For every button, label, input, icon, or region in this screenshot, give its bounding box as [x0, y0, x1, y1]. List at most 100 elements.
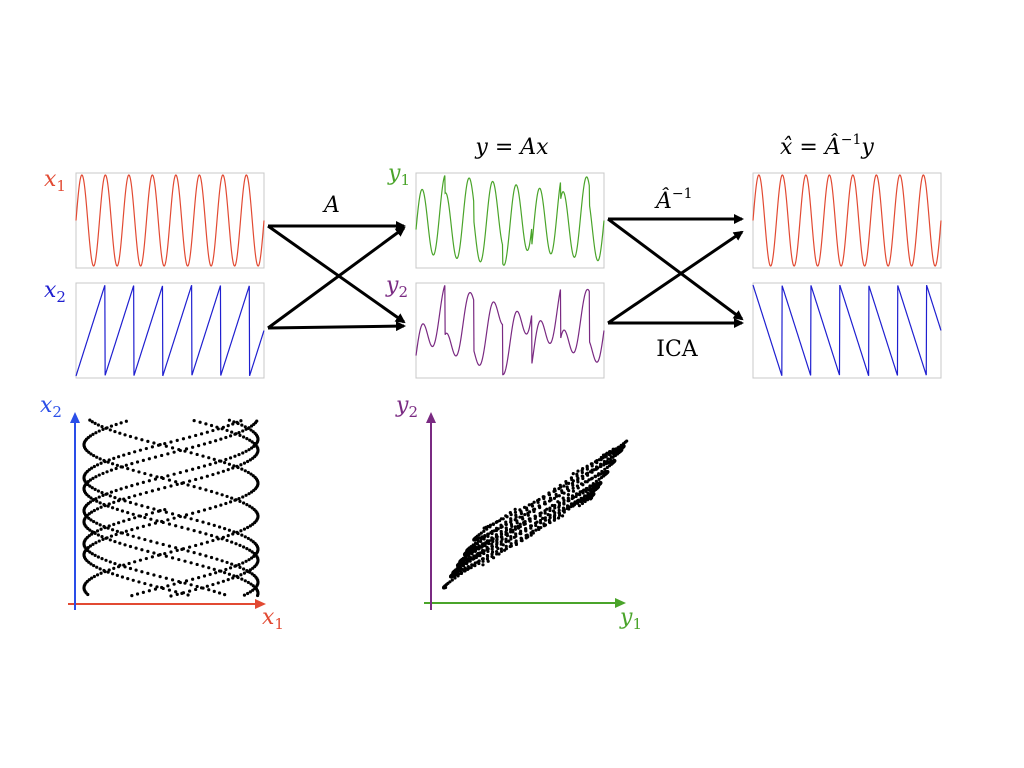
- scatter-sources-point: [127, 451, 131, 456]
- scatter-sources-point: [172, 472, 176, 476]
- scatter-sources-point: [134, 502, 138, 506]
- scatter-sources-point: [170, 556, 175, 560]
- scatter-sources-point: [201, 520, 205, 524]
- scatter-sources-point: [123, 565, 127, 569]
- scatter-sources-point: [101, 537, 105, 542]
- scatter-mixed-point: [505, 532, 509, 536]
- scatter-mixed-point: [569, 502, 574, 506]
- scatter-mixed-point: [584, 489, 588, 493]
- unmixing-arrows: [607, 214, 744, 328]
- scatter-sources-point: [197, 576, 201, 580]
- scatter-sources-point: [97, 495, 101, 499]
- scatter-mixed-point: [606, 457, 610, 461]
- scatter-mixed-point: [463, 569, 467, 573]
- scatter-mixed-point: [527, 503, 531, 507]
- scatter-sources-point: [124, 529, 128, 533]
- scatter-sources-point: [166, 474, 170, 478]
- mixed-y2-trace: [415, 285, 605, 376]
- scatter-sources-point: [143, 581, 147, 586]
- scatter-mixed-point: [510, 528, 515, 532]
- scatter-mixed-point: [499, 532, 504, 536]
- scatter-mixed-point: [513, 507, 517, 511]
- scatter-sources-point: [249, 428, 253, 432]
- scatter-sources-point: [172, 516, 176, 520]
- scatter-sources-point: [225, 494, 229, 499]
- scatter-sources-point: [150, 511, 154, 515]
- scatter-mixed-point: [560, 514, 565, 518]
- scatter-mixed-point: [548, 508, 552, 513]
- scatter-mixed-point: [466, 564, 470, 569]
- scatter-sources-point: [92, 508, 96, 513]
- scatter-mixed-point: [481, 559, 485, 563]
- scatter-sources-point: [177, 447, 181, 452]
- scatter-sources-point: [242, 527, 247, 531]
- scatter-sources-point: [114, 422, 118, 427]
- scatter-sources-point: [249, 472, 253, 476]
- scatter-sources-point: [223, 527, 227, 531]
- scatter-mixed-xlabel: y1: [619, 605, 642, 633]
- scatter-sources-point: [87, 534, 91, 538]
- scatter-sources-point: [246, 470, 250, 475]
- scatter-sources-point: [113, 429, 117, 434]
- scatter-sources-point: [228, 566, 233, 570]
- scatter-mixed-point: [585, 465, 589, 469]
- scatter-mixed-point: [460, 563, 464, 567]
- scatter-sources-point: [127, 495, 131, 500]
- scatter-sources-point: [158, 575, 162, 579]
- scatter-sources-point: [93, 487, 97, 491]
- scatter-sources-point: [113, 495, 117, 500]
- scatter-sources-point: [114, 532, 118, 537]
- scatter-sources-point: [164, 554, 168, 558]
- scatter-sources-point: [101, 427, 105, 432]
- scatter-sources-point: [204, 554, 208, 558]
- scatter-mixed-point: [499, 540, 503, 544]
- source-x2-frame: [75, 282, 265, 379]
- scatter-sources-point: [216, 581, 220, 585]
- scatter-mixed-point: [448, 580, 452, 584]
- scatter-mixed-point: [583, 499, 587, 504]
- scatter-mixed-ylabel: y2: [395, 393, 418, 421]
- scatter-mixed-point: [486, 532, 490, 536]
- scatter-sources-point: [95, 529, 100, 533]
- scatter-sources-point: [124, 419, 128, 423]
- scatter-mixed-point: [465, 559, 469, 563]
- scatter-sources-point: [89, 518, 93, 522]
- scatter-mixed-point: [499, 549, 504, 553]
- scatter-sources-point: [211, 472, 215, 477]
- scatter-sources-point: [189, 583, 193, 587]
- scatter-sources-point: [248, 504, 252, 508]
- scatter-sources-point: [149, 517, 153, 521]
- scatter-mixed-point: [514, 532, 518, 536]
- scatter-sources-point: [88, 478, 92, 482]
- scatter-mixed-point: [569, 476, 574, 480]
- scatter-sources-point: [95, 521, 99, 525]
- scatter-sources-point: [183, 559, 187, 563]
- mixed-y2-frame: [415, 282, 605, 379]
- scatter-mixed-point: [482, 526, 486, 530]
- scatter-sources-point: [212, 457, 216, 461]
- scatter-sources-point: [251, 474, 255, 478]
- scatter-mixed-point: [597, 458, 601, 462]
- scatter-mixed-point: [472, 554, 476, 558]
- scatter-sources-point: [127, 561, 131, 566]
- scatter-sources-point: [118, 497, 122, 501]
- scatter-mixed-point: [513, 510, 518, 514]
- scatter-sources-point: [212, 589, 216, 593]
- scatter-sources-point: [95, 507, 100, 511]
- scatter-mixed-point: [536, 498, 540, 503]
- scatter-sources-point: [115, 463, 119, 467]
- scatter-sources-point: [247, 448, 251, 452]
- scatter-mixed-point: [543, 509, 547, 513]
- scatter-sources-point: [126, 577, 130, 581]
- scatter-mixed-point: [491, 556, 496, 560]
- scatter-mixed-point: [562, 502, 566, 506]
- scatter-mixed-point: [573, 500, 577, 504]
- scatter-sources-point: [202, 574, 207, 578]
- scatter-mixed-point: [474, 547, 478, 551]
- scatter-sources-point: [138, 448, 143, 452]
- scatter-sources-point: [115, 507, 119, 511]
- scatter-sources-point: [140, 570, 144, 574]
- scatter-sources-point: [130, 594, 134, 598]
- scatter-mixed-point: [538, 518, 543, 523]
- scatter-mixed-point: [495, 542, 499, 546]
